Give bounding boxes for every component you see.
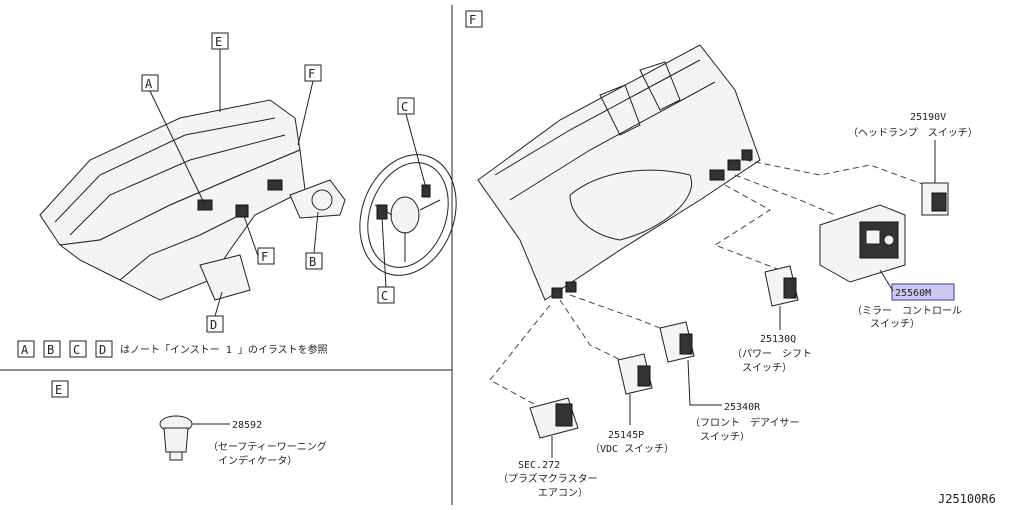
- svg-text:（VDC スイッチ）: （VDC スイッチ）: [590, 443, 674, 455]
- steering-wheel-illustration: [359, 154, 457, 276]
- svg-text:A: A: [21, 343, 29, 357]
- svg-text:25560M: 25560M: [895, 288, 931, 299]
- svg-text:25190V: 25190V: [910, 112, 946, 123]
- svg-text:E: E: [55, 383, 62, 397]
- svg-text:28592: 28592: [232, 420, 262, 431]
- svg-text:（ヘッドランプ スイッチ）: （ヘッドランプ スイッチ）: [848, 127, 978, 139]
- svg-text:エアコン）: エアコン）: [538, 487, 588, 499]
- dashboard-illustration: [39, 99, 346, 301]
- svg-text:F: F: [469, 13, 476, 27]
- svg-text:インディケータ）: インディケータ）: [218, 454, 297, 467]
- part-25340r: 25340R （フロント デアイサー スイッチ）: [659, 321, 800, 443]
- note-reference: A B C D はノート「インストー 1 」のイラストを参照: [17, 340, 328, 358]
- svg-text:25340R: 25340R: [724, 402, 761, 413]
- svg-text:B: B: [309, 255, 316, 269]
- svg-text:25145P: 25145P: [608, 430, 644, 441]
- part-25145p: 25145P （VDC スイッチ）: [590, 353, 674, 455]
- svg-text:スイッチ）: スイッチ）: [700, 431, 750, 443]
- svg-text:E: E: [215, 35, 222, 49]
- svg-text:A: A: [145, 77, 153, 91]
- callout-f-top: F: [297, 64, 322, 146]
- svg-text:25130Q: 25130Q: [760, 334, 796, 345]
- svg-text:F: F: [261, 250, 268, 264]
- callout-f-mid: F: [243, 215, 275, 265]
- part-25560m: 25560M （ミラー コントロール スイッチ）: [819, 204, 962, 330]
- svg-text:D: D: [210, 318, 217, 332]
- part-25190v: 25190V （ヘッドランプ スイッチ）: [848, 112, 978, 216]
- svg-text:（プラズマクラスター: （プラズマクラスター: [498, 472, 598, 485]
- svg-text:（セーフティーワーニング: （セーフティーワーニング: [208, 440, 327, 453]
- svg-text:F: F: [308, 67, 315, 81]
- svg-text:（パワー シフト: （パワー シフト: [732, 348, 812, 360]
- svg-text:スイッチ）: スイッチ）: [742, 362, 792, 374]
- section-f: F: [465, 10, 761, 301]
- svg-text:（ミラー コントロール: （ミラー コントロール: [852, 305, 962, 317]
- part-sec272: SEC.272 （プラズマクラスター エアコン）: [498, 397, 598, 499]
- svg-text:SEC.272: SEC.272: [518, 460, 560, 471]
- callout-b: B: [305, 211, 323, 270]
- callout-e: E: [211, 32, 229, 112]
- svg-text:B: B: [47, 343, 54, 357]
- svg-text:D: D: [99, 343, 106, 357]
- svg-text:スイッチ）: スイッチ）: [870, 318, 920, 330]
- part-25130q: 25130Q （パワー シフト スイッチ）: [732, 265, 812, 374]
- svg-text:C: C: [381, 289, 388, 303]
- dashed-leaders: [489, 159, 926, 411]
- callout-d: D: [206, 291, 224, 333]
- callout-c-bottom: C: [377, 217, 395, 304]
- section-e: E 28592 （セーフティーワーニング インディケータ）: [51, 380, 327, 467]
- svg-text:C: C: [73, 343, 80, 357]
- highlighted-part-number: [891, 283, 955, 301]
- svg-text:（フロント デアイサー: （フロント デアイサー: [690, 416, 800, 429]
- svg-text:はノート「インストー 1 」のイラストを参照: はノート「インストー 1 」のイラストを参照: [120, 343, 328, 356]
- svg-text:C: C: [401, 100, 408, 114]
- callout-c-top: C: [397, 97, 427, 189]
- callout-a: A: [141, 74, 206, 206]
- diagram-code: J25100R6: [938, 492, 996, 506]
